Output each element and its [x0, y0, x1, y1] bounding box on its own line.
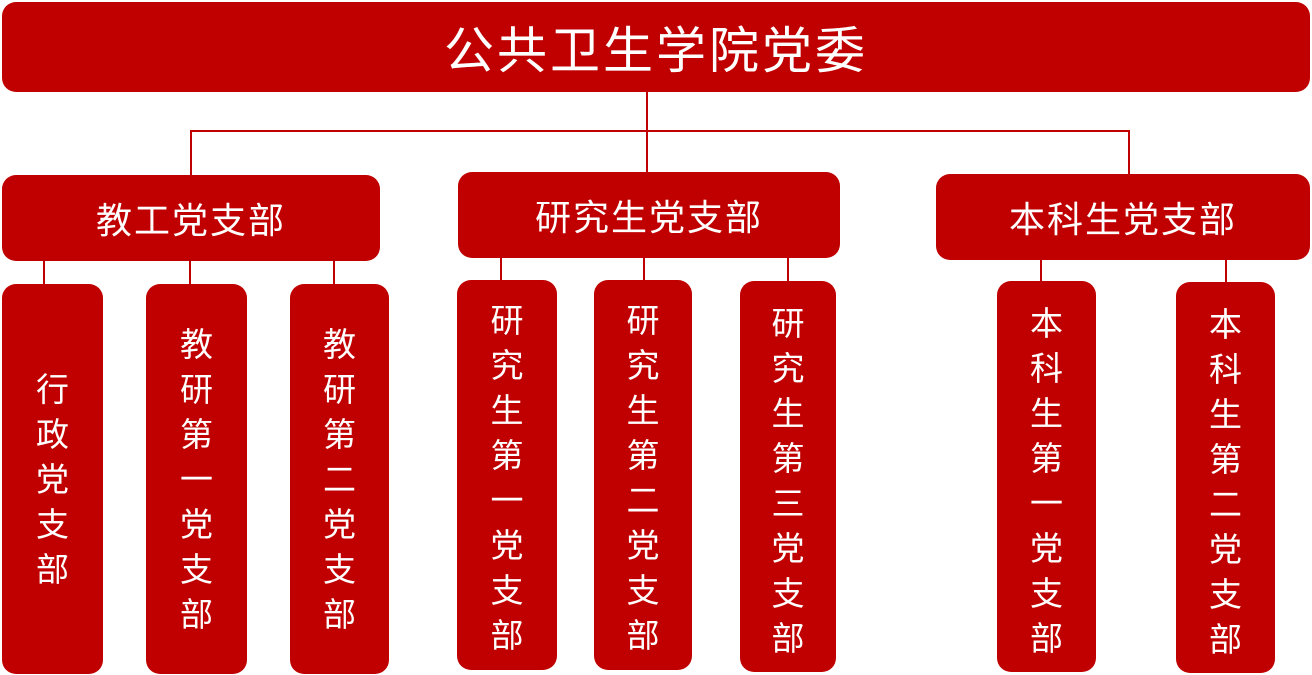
leaf-label-char: 教: [323, 325, 356, 364]
leaf-node-undergraduate-1: 本科生第一党支部: [997, 281, 1096, 672]
leaf-node-label: 研究生第二党支部: [627, 298, 660, 658]
leaf-label-char: 研: [490, 301, 524, 340]
leaf-node-graduate-3: 研究生第三党支部: [740, 281, 836, 672]
leaf-node-faculty-1: 教研第一党支部: [146, 284, 247, 674]
leaf-label-char: 一: [180, 460, 213, 499]
branch-node-faculty: 教工党支部: [2, 175, 380, 261]
root-node-label: 公共卫生学院党委: [444, 22, 868, 80]
leaf-label-char: 党: [180, 505, 213, 544]
leaf-label-char: 教: [180, 325, 213, 364]
leaf-label-char: 研: [180, 370, 213, 409]
leaf-label-char: 支: [180, 550, 213, 589]
leaf-label-char: 研: [323, 370, 356, 409]
leaf-label-char: 生: [1209, 395, 1242, 434]
leaf-node-label: 行政党支部: [36, 367, 69, 592]
leaf-label-char: 一: [490, 481, 524, 520]
leaf-label-char: 党: [36, 460, 69, 499]
leaf-label-char: 部: [1209, 620, 1242, 659]
connector-branch-1: [190, 130, 192, 176]
connector-leaf-1-3: [333, 260, 335, 285]
leaf-label-char: 党: [1030, 529, 1063, 568]
leaf-label-char: 部: [180, 595, 213, 634]
leaf-label-char: 究: [771, 349, 805, 388]
leaf-label-char: 支: [323, 550, 356, 589]
leaf-label-char: 生: [771, 394, 805, 433]
leaf-label-char: 支: [1030, 574, 1063, 613]
leaf-label-char: 研: [626, 301, 660, 340]
leaf-label-char: 支: [771, 574, 805, 613]
leaf-node-admin: 行政党支部: [2, 284, 103, 674]
leaf-label-char: 第: [1030, 439, 1063, 478]
leaf-label-char: 部: [36, 550, 69, 589]
leaf-label-char: 部: [626, 616, 660, 655]
leaf-label-char: 本: [1030, 304, 1063, 343]
branch-node-label: 教工党支部: [95, 201, 286, 242]
leaf-label-char: 第: [180, 415, 213, 454]
leaf-node-graduate-1: 研究生第一党支部: [457, 280, 557, 670]
leaf-label-char: 三: [771, 484, 805, 523]
leaf-label-char: 生: [1030, 394, 1063, 433]
leaf-node-label: 研究生第一党支部: [491, 298, 524, 658]
connector-leaf-1-2: [189, 260, 191, 285]
leaf-node-label: 研究生第三党支部: [772, 301, 805, 661]
leaf-label-char: 生: [490, 391, 524, 430]
leaf-label-char: 第: [490, 436, 524, 475]
leaf-node-graduate-2: 研究生第二党支部: [594, 280, 692, 670]
connector-leaf-1-1: [43, 260, 45, 285]
leaf-node-label: 本科生第二党支部: [1209, 302, 1242, 662]
connector-branch-3: [1128, 130, 1130, 176]
leaf-node-label: 教研第一党支部: [180, 322, 213, 637]
connector-leaf-2-3: [787, 258, 789, 282]
branch-node-graduate: 研究生党支部: [458, 172, 840, 258]
leaf-label-char: 党: [323, 505, 356, 544]
leaf-label-char: 二: [323, 460, 356, 499]
leaf-label-char: 党: [771, 529, 805, 568]
leaf-label-char: 究: [626, 346, 660, 385]
leaf-label-char: 一: [1030, 484, 1063, 523]
branch-node-undergraduate: 本科生党支部: [936, 174, 1310, 260]
leaf-label-char: 支: [490, 571, 524, 610]
branch-node-label: 本科生党支部: [1008, 200, 1237, 241]
leaf-label-char: 二: [626, 481, 660, 520]
leaf-label-char: 部: [490, 616, 524, 655]
leaf-label-char: 部: [1030, 619, 1063, 658]
leaf-label-char: 政: [36, 415, 69, 454]
leaf-label-char: 第: [771, 439, 805, 478]
leaf-label-char: 科: [1030, 349, 1063, 388]
leaf-label-char: 支: [1209, 575, 1242, 614]
leaf-label-char: 科: [1209, 350, 1242, 389]
leaf-label-char: 支: [626, 571, 660, 610]
leaf-node-undergraduate-2: 本科生第二党支部: [1176, 282, 1275, 673]
connector-branch-bus: [190, 130, 1130, 132]
leaf-label-char: 生: [626, 391, 660, 430]
branch-node-label: 研究生党支部: [534, 198, 763, 239]
leaf-label-char: 党: [1209, 530, 1242, 569]
leaf-label-char: 部: [771, 619, 805, 658]
leaf-node-label: 教研第二党支部: [323, 322, 356, 637]
connector-leaf-3-2: [1225, 260, 1227, 282]
leaf-node-label: 本科生第一党支部: [1030, 301, 1063, 661]
connector-leaf-2-2: [643, 258, 645, 282]
leaf-label-char: 党: [490, 526, 524, 565]
root-node-party-committee: 公共卫生学院党委: [2, 2, 1310, 92]
connector-root-down: [646, 92, 648, 174]
leaf-label-char: 本: [1209, 305, 1242, 344]
leaf-label-char: 二: [1209, 485, 1242, 524]
connector-leaf-2-1: [500, 258, 502, 282]
leaf-label-char: 党: [626, 526, 660, 565]
leaf-label-char: 支: [36, 505, 69, 544]
leaf-label-char: 第: [626, 436, 660, 475]
leaf-label-char: 第: [1209, 440, 1242, 479]
leaf-label-char: 第: [323, 415, 356, 454]
leaf-node-faculty-2: 教研第二党支部: [290, 284, 389, 674]
leaf-label-char: 研: [771, 304, 805, 343]
leaf-label-char: 行: [36, 370, 69, 409]
leaf-label-char: 部: [323, 595, 356, 634]
connector-leaf-3-1: [1040, 260, 1042, 282]
leaf-label-char: 究: [490, 346, 524, 385]
